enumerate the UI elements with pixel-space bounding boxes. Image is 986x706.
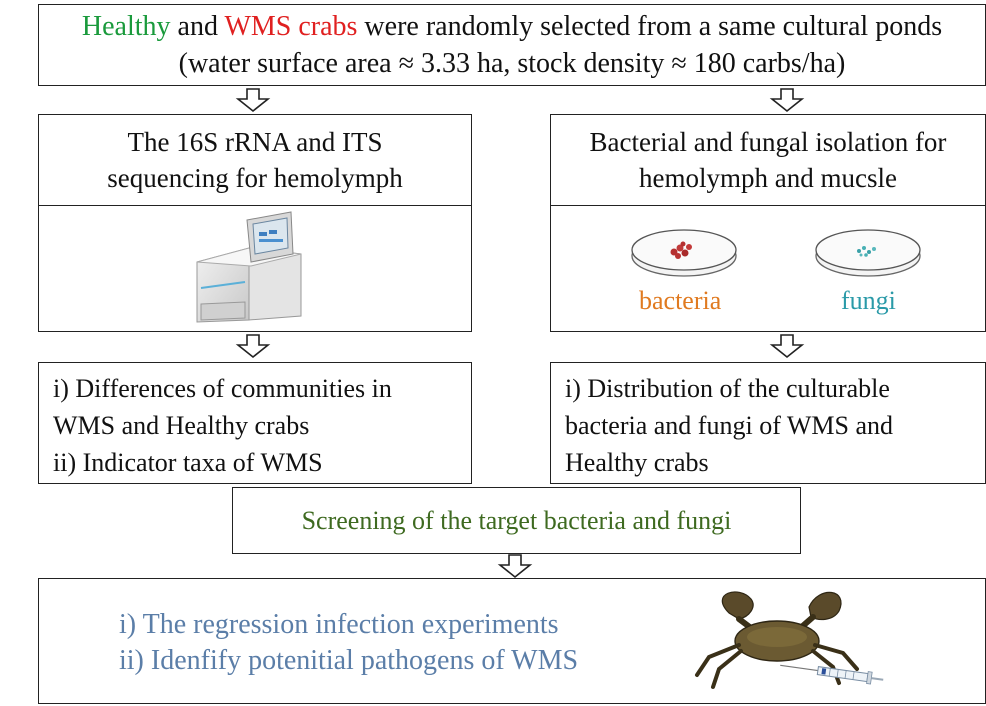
screening-text: Screening of the target bacteria and fun… bbox=[301, 505, 732, 535]
sequencing-line-2: sequencing for hemolymph bbox=[107, 163, 403, 193]
arrow-down-left-2 bbox=[235, 334, 271, 359]
sequencer-icon bbox=[196, 211, 302, 323]
isolation-result-line-1: i) Distribution of the culturable bbox=[565, 374, 890, 403]
arrow-down-right-2 bbox=[769, 334, 805, 359]
sequencer-image-box bbox=[38, 205, 472, 332]
isolation-line-1: Bacterial and fungal isolation for bbox=[589, 127, 947, 157]
final-experiments-box: i) The regression infection experiments … bbox=[38, 578, 986, 704]
wms-crabs-label: WMS crabs bbox=[224, 11, 358, 42]
petri-dish-bacteria-icon bbox=[631, 229, 737, 277]
final-line-2: ii) Idenfify poteniti​al pathogens of WM… bbox=[119, 645, 579, 676]
isolation-method-box: Bacterial and fungal isolation for hemol… bbox=[550, 114, 986, 206]
isolation-result-line-3: Healthy crabs bbox=[565, 448, 709, 477]
isolation-line-2: hemolymph and mucsle bbox=[639, 163, 897, 193]
isolation-result-line-2: bacteria and fungi of WMS and bbox=[565, 411, 894, 440]
sequencing-line-1: The 16S rRNA and ITS bbox=[127, 127, 383, 157]
sequencing-result-line-3: ii) Indicator taxa of WMS bbox=[53, 448, 323, 477]
and-label: and bbox=[170, 11, 225, 42]
isolation-results-box: i) Distribution of the culturable bacter… bbox=[550, 362, 986, 484]
sequencing-result-line-1: i) Differences of communities in bbox=[53, 374, 392, 403]
top-box: Healthy and WMS crabs were randomly sele… bbox=[38, 4, 986, 86]
fungi-label: fungi bbox=[841, 286, 896, 315]
top-line-1-rest: were randomly selected from a same cultu… bbox=[357, 11, 943, 42]
petri-image-box: bacteria fungi bbox=[550, 205, 986, 332]
arrow-down-final bbox=[497, 554, 533, 579]
top-line-1: Healthy and WMS crabs were randomly sele… bbox=[82, 8, 942, 45]
petri-dish-fungi-icon bbox=[815, 229, 921, 277]
healthy-label: Healthy bbox=[81, 11, 171, 42]
sequencing-results-box: i) Differences of communities in WMS and… bbox=[38, 362, 472, 484]
top-line-2: (water surface area ≈ 3.33 ha, stock den… bbox=[178, 48, 846, 79]
crab-icon bbox=[695, 591, 884, 689]
sequencing-method-box: The 16S rRNA and ITS sequencing for hemo… bbox=[38, 114, 472, 206]
final-line-1: i) The regression infection experiments bbox=[119, 609, 559, 640]
arrow-down-left-1 bbox=[235, 88, 271, 113]
bacteria-label: bacteria bbox=[639, 286, 722, 315]
sequencing-result-line-2: WMS and Healthy crabs bbox=[53, 411, 310, 440]
screening-box: Screening of the target bacteria and fun… bbox=[232, 487, 801, 554]
arrow-down-right-1 bbox=[769, 88, 805, 113]
